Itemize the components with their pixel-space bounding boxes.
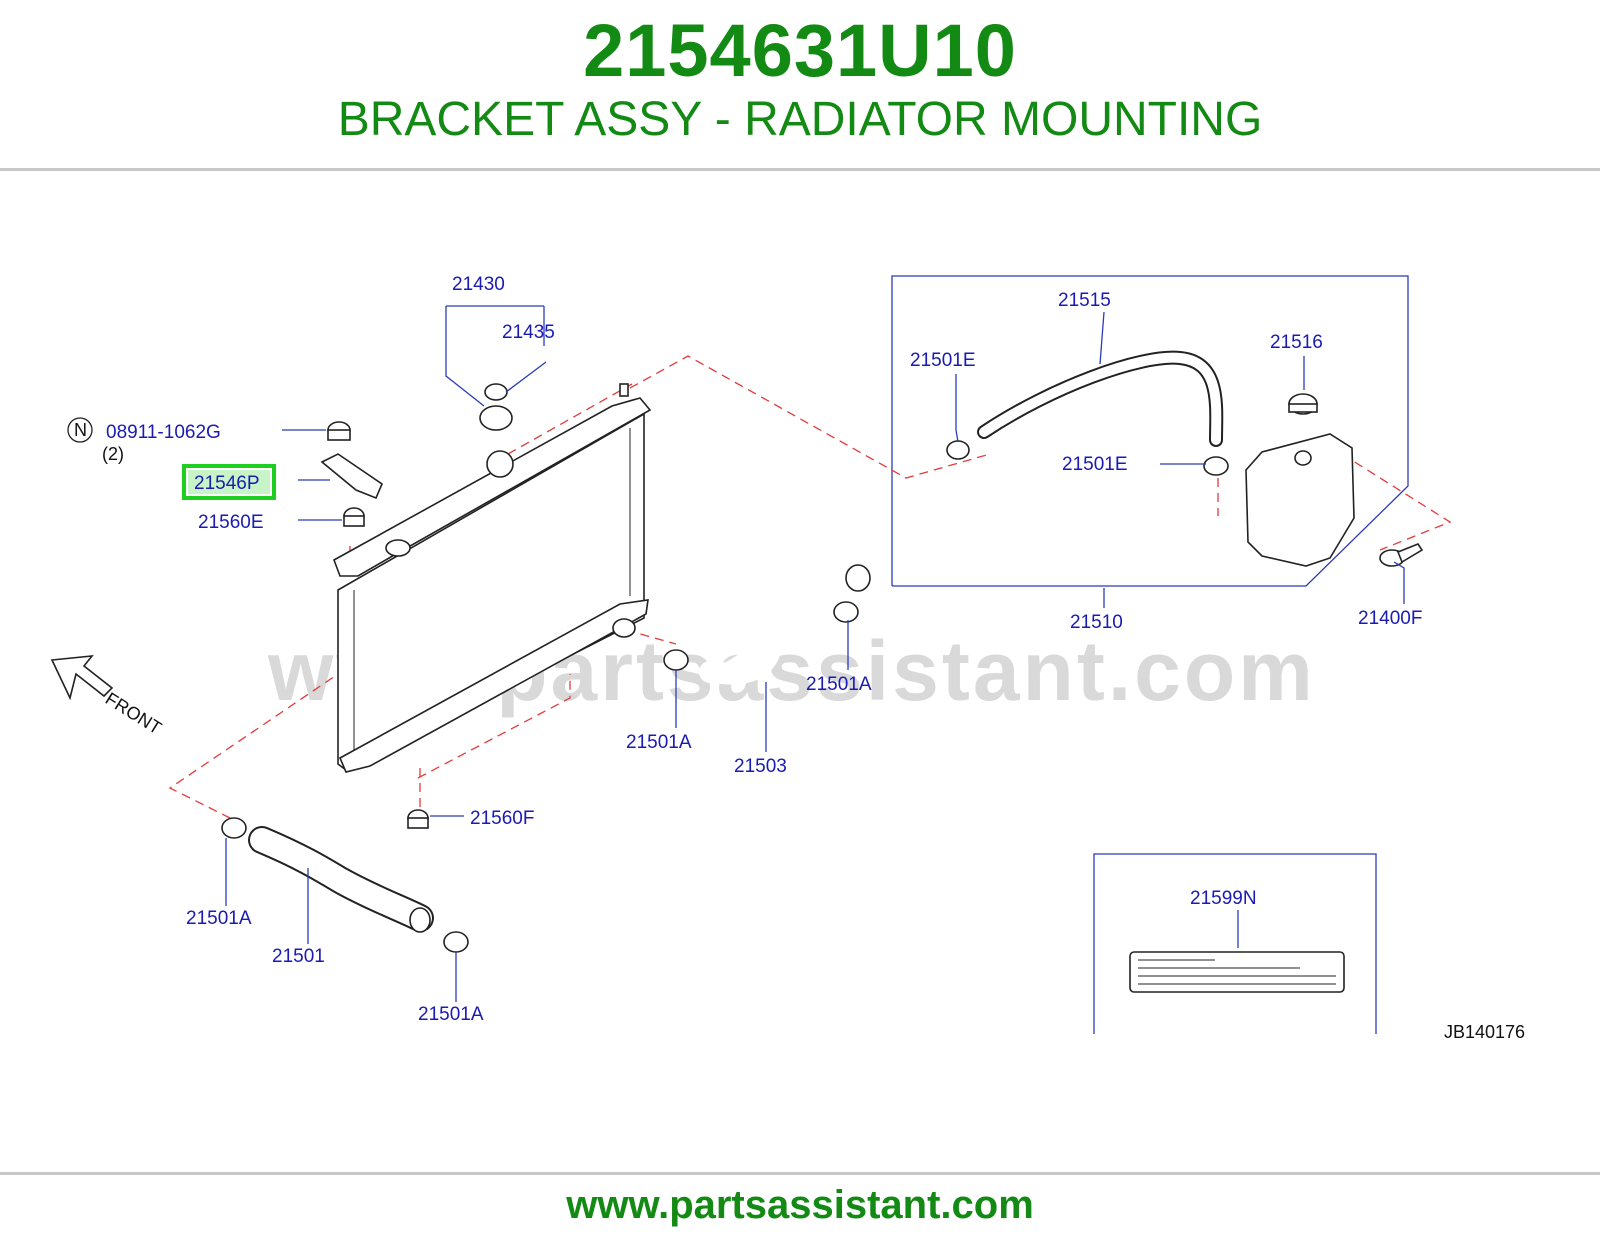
n-circle-icon xyxy=(67,417,93,443)
n-mark-text: N xyxy=(74,420,87,440)
callout-21510[interactable]: 21510 xyxy=(1070,612,1123,633)
callout-21501[interactable]: 21501 xyxy=(272,946,325,967)
callout-21501A-bottom[interactable]: 21501A xyxy=(418,1004,484,1025)
callout-21546P[interactable]: 21546P xyxy=(194,473,260,494)
leader-lines xyxy=(225,305,1405,1002)
hose-clamps-drawing xyxy=(221,440,1229,953)
callout-21516[interactable]: 21516 xyxy=(1270,332,1323,353)
reservoir-tank-drawing xyxy=(1245,393,1355,567)
callout-21501A-hose-right[interactable]: 21501A xyxy=(806,674,872,695)
front-label: FRONT xyxy=(102,688,165,738)
highlight-box-21546P xyxy=(182,464,276,500)
lower-grommet-drawing xyxy=(407,809,429,829)
callout-21599N[interactable]: 21599N xyxy=(1190,888,1257,909)
part-number-title: 2154631U10 xyxy=(583,9,1017,92)
parts-diagram: www.partsassistant.com xyxy=(50,274,1525,1042)
radiator-cap-drawing xyxy=(479,383,513,431)
callout-21503[interactable]: 21503 xyxy=(734,756,787,777)
highlight-fill-21546P xyxy=(188,470,270,494)
part-description: BRACKET ASSY - RADIATOR MOUNTING xyxy=(337,93,1263,146)
bolt-drawing xyxy=(1379,543,1424,567)
mount-hardware-drawing xyxy=(320,421,383,527)
lower-hose-drawing xyxy=(248,826,434,933)
callout-08911-1062G[interactable]: 08911-1062G xyxy=(106,422,221,443)
footer-divider xyxy=(0,1172,1600,1175)
reference-code: JB140176 xyxy=(1444,1022,1525,1042)
callout-21501E-left[interactable]: 21501E xyxy=(910,350,976,371)
callout-21435[interactable]: 21435 xyxy=(502,322,555,343)
callout-21501A-mid[interactable]: 21501A xyxy=(626,732,692,753)
callout-21430[interactable]: 21430 xyxy=(452,274,505,295)
header-divider xyxy=(0,168,1600,171)
callout-21515[interactable]: 21515 xyxy=(1058,290,1111,311)
callout-21560F[interactable]: 21560F xyxy=(470,808,534,829)
callout-21560E[interactable]: 21560E xyxy=(198,512,264,533)
reservoir-hose-drawing xyxy=(977,350,1224,447)
page-header: 2154631U10 BRACKET ASSY - RADIATOR MOUNT… xyxy=(0,0,1600,168)
callout-21501E-right[interactable]: 21501E xyxy=(1062,454,1128,475)
front-direction-arrow: FRONT xyxy=(50,655,165,738)
callout-21501A-low-left[interactable]: 21501A xyxy=(186,908,252,929)
callout-21400F[interactable]: 21400F xyxy=(1358,608,1422,629)
radiator-drawing xyxy=(333,383,652,773)
upper-hose-drawing xyxy=(699,522,879,685)
label-group-box xyxy=(1093,853,1377,1034)
caution-label-drawing xyxy=(1129,951,1345,993)
footer-website-link[interactable]: www.partsassistant.com xyxy=(566,1183,1034,1227)
reservoir-group-box xyxy=(891,275,1409,587)
callout-08911-qty: (2) xyxy=(102,444,124,464)
